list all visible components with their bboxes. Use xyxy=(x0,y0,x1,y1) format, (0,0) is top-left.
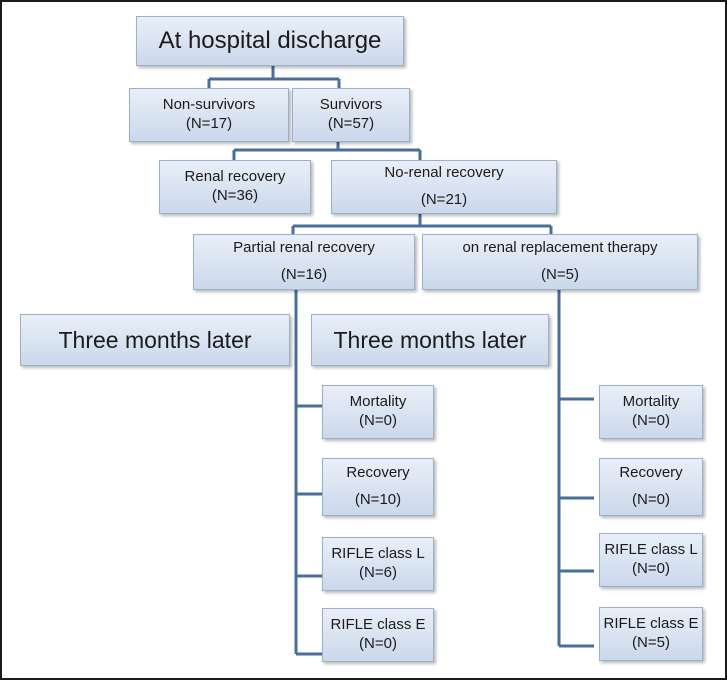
node-partial-renal-recovery: Partial renal recovery (N=16) xyxy=(193,234,415,290)
outcome-label: RIFLE class L xyxy=(331,545,425,563)
node-count: (N=5) xyxy=(541,266,579,283)
rrt-outcome-rifle-l: RIFLE class L (N=0) xyxy=(599,533,703,587)
node-count: (N=36) xyxy=(211,187,259,204)
banner-label: Three months later xyxy=(333,326,527,353)
rrt-outcome-rifle-e: RIFLE class E (N=5) xyxy=(599,607,703,661)
node-hospital-discharge: At hospital discharge xyxy=(136,16,404,66)
outcome-count: (N=6) xyxy=(359,564,397,581)
outcome-count: (N=5) xyxy=(632,634,670,651)
node-count: (N=17) xyxy=(185,115,233,132)
outcome-count: (N=0) xyxy=(359,635,397,652)
outcome-label: Recovery xyxy=(619,464,683,482)
node-label: Renal recovery xyxy=(184,168,286,186)
outcome-count: (N=0) xyxy=(632,491,670,508)
banner-label: Three months later xyxy=(58,326,252,353)
node-count: (N=21) xyxy=(420,191,468,208)
node-label: Survivors xyxy=(319,96,383,114)
node-count: (N=16) xyxy=(280,266,328,283)
outcome-label: RIFLE class L xyxy=(604,541,698,559)
outcome-label: RIFLE class E xyxy=(603,615,699,633)
outcome-label: Mortality xyxy=(349,393,407,411)
node-label: Non-survivors xyxy=(162,96,256,114)
node-renal-recovery: Renal recovery (N=36) xyxy=(159,160,311,214)
outcome-count: (N=0) xyxy=(359,412,397,429)
node-non-survivors: Non-survivors (N=17) xyxy=(129,88,289,142)
outcome-label: Recovery xyxy=(346,464,410,482)
partial-outcome-rifle-e: RIFLE class E (N=0) xyxy=(322,608,434,662)
outcome-label: Mortality xyxy=(622,393,680,411)
outcome-count: (N=0) xyxy=(632,560,670,577)
node-label: At hospital discharge xyxy=(158,27,382,54)
partial-outcome-recovery: Recovery (N=10) xyxy=(322,458,434,516)
node-count: (N=57) xyxy=(327,115,375,132)
node-no-renal-recovery: No-renal recovery (N=21) xyxy=(331,160,557,214)
node-label: on renal replacement therapy xyxy=(462,239,658,257)
node-label: No-renal recovery xyxy=(384,164,504,182)
rrt-outcome-recovery: Recovery (N=0) xyxy=(599,458,703,516)
three-months-later-left: Three months later xyxy=(20,314,290,366)
outcome-label: RIFLE class E xyxy=(330,616,426,634)
outcome-count: (N=0) xyxy=(632,412,670,429)
partial-outcome-rifle-l: RIFLE class L (N=6) xyxy=(322,537,434,591)
node-renal-replacement-therapy: on renal replacement therapy (N=5) xyxy=(422,234,698,290)
rrt-outcome-mortality: Mortality (N=0) xyxy=(599,385,703,439)
partial-outcome-mortality: Mortality (N=0) xyxy=(322,385,434,439)
node-survivors: Survivors (N=57) xyxy=(292,88,410,142)
node-label: Partial renal recovery xyxy=(233,239,375,257)
outcome-count: (N=10) xyxy=(354,491,402,508)
three-months-later-middle: Three months later xyxy=(311,314,549,366)
